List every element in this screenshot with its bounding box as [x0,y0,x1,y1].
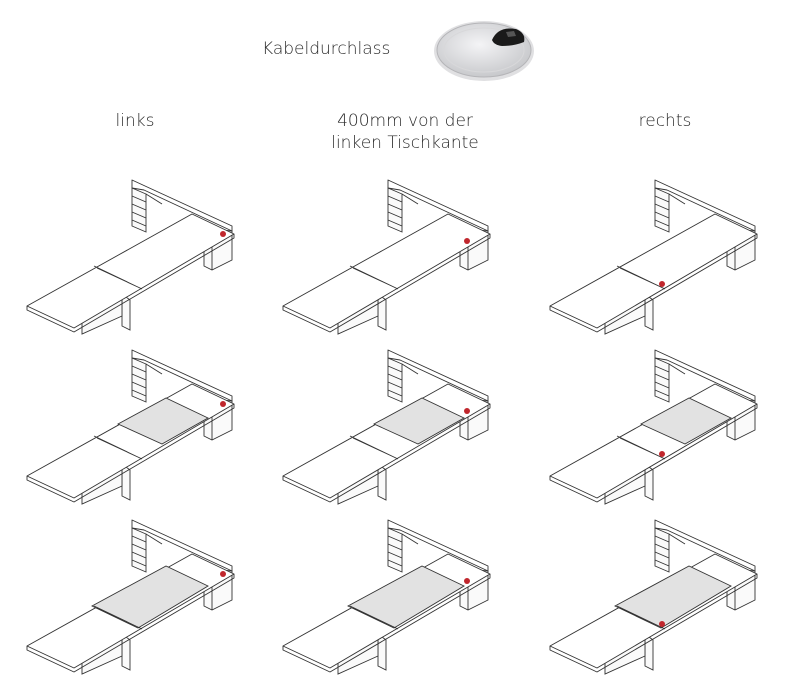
grommet-dot [659,621,665,627]
desk-diagram-left-row1 [22,176,252,336]
grommet-dot [464,408,470,414]
grommet-dot [220,401,226,407]
desk-diagram-middle-row2 [278,346,508,506]
cable-grommet-icon [434,21,534,81]
grommet-title: Kabeldurchlass [262,39,391,59]
desk-diagram-left-row3 [22,516,252,676]
grommet-dot [659,451,665,457]
grommet-dot [220,231,226,237]
grommet-dot [659,281,665,287]
desk-diagram-middle-row1 [278,176,508,336]
grommet-dot [464,578,470,584]
column-label-left: links [115,111,155,131]
grommet-dot [220,571,226,577]
desk-diagram-right-row3 [545,516,775,676]
desk-diagram-right-row1 [545,176,775,336]
desk-diagram-left-row2 [22,346,252,506]
desk-diagram-middle-row3 [278,516,508,676]
grommet-dot [464,238,470,244]
desk-diagram-right-row2 [545,346,775,506]
column-label-right: rechts [638,111,692,131]
